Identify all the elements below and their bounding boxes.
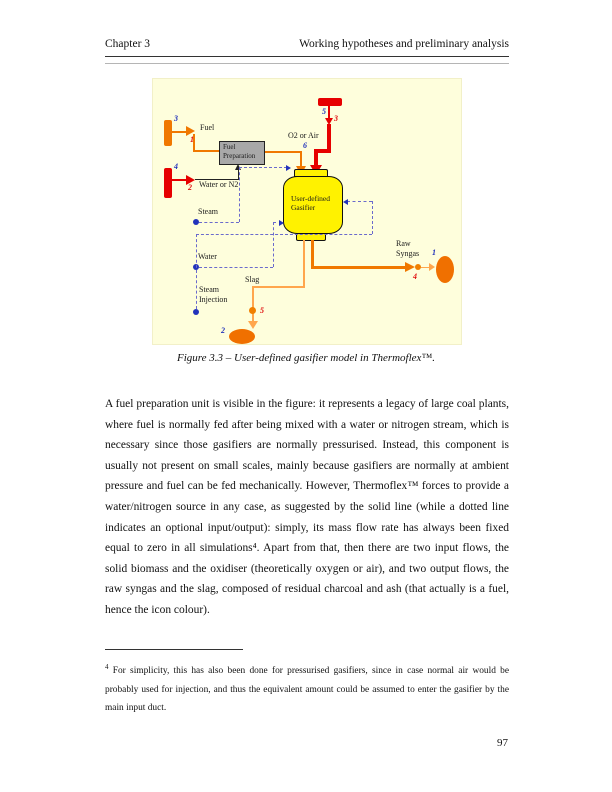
syngas-sink-icon xyxy=(436,256,454,283)
prep-out-line-down xyxy=(300,151,302,167)
steam-injection-label: Steam Injection xyxy=(199,285,228,304)
gasifier-vessel: User-defined Gasifier xyxy=(283,176,343,234)
oxidiser-source-port-number: 5 xyxy=(322,107,326,116)
water-side-arrow-icon xyxy=(279,219,284,226)
page-number: 97 xyxy=(497,737,508,749)
steam-injection-port-icon xyxy=(193,309,199,315)
oxidiser-line-left xyxy=(314,149,331,153)
water-arrow-icon xyxy=(186,175,195,185)
body-paragraph: A fuel preparation unit is visible in th… xyxy=(105,398,509,616)
fuel-label: Fuel xyxy=(200,123,215,132)
oxidiser-line-down2 xyxy=(327,124,331,151)
steam-label: Steam xyxy=(198,207,218,216)
syngas-sink-arrow-icon xyxy=(429,263,435,271)
slag-sink-number: 2 xyxy=(221,326,225,335)
syngas-stream-dot-icon xyxy=(415,264,421,270)
syngas-line-down xyxy=(311,240,314,269)
fuel-line-down xyxy=(193,134,195,152)
steam-dashed-line-top xyxy=(239,167,287,168)
water-label: Water xyxy=(198,252,217,261)
steam-injection-dashed-vert xyxy=(196,234,197,309)
water-source-icon xyxy=(164,168,172,198)
water-line xyxy=(172,179,186,181)
slag-stream-dot-icon xyxy=(249,307,256,314)
footnote-marker: 4 xyxy=(105,663,109,671)
figure-gasifier-diagram: 3 1 Fuel Fuel Preparation 4 2 Water or N… xyxy=(152,78,462,345)
slag-line-down2 xyxy=(252,286,254,321)
page-header: Chapter 3 Working hypotheses and prelimi… xyxy=(105,38,509,50)
header-rule xyxy=(105,56,509,57)
water-black-line-up xyxy=(238,170,239,180)
fuel-source-icon xyxy=(164,120,172,146)
oxidiser-line-down1 xyxy=(328,106,330,120)
slag-sink-icon xyxy=(229,329,255,344)
prep-out-line xyxy=(265,151,302,153)
footnote: 4 For simplicity, this has also been don… xyxy=(105,658,509,718)
water-dashed-line xyxy=(199,267,273,268)
steam-port-icon xyxy=(193,219,199,225)
fuel-arrow-icon xyxy=(186,126,195,136)
steam-injection-dashed-vert2 xyxy=(372,201,373,234)
water-stream-number: 2 xyxy=(188,183,192,192)
header-chapter-title: Working hypotheses and preliminary analy… xyxy=(299,38,509,50)
steam-injection-arrow-icon xyxy=(343,198,348,205)
gasifier-inlet-number: 6 xyxy=(303,141,307,150)
fuel-line-to-prep xyxy=(193,150,220,152)
header-rule-secondary xyxy=(105,63,509,64)
slag-label: Slag xyxy=(245,275,260,284)
oxidiser-line-down3 xyxy=(314,149,318,166)
o2-or-air-label: O2 or Air xyxy=(288,131,319,140)
slag-arrow-icon xyxy=(248,321,258,329)
syngas-thin-line xyxy=(421,266,430,268)
slag-stream-number: 5 xyxy=(260,306,264,315)
header-chapter: Chapter 3 xyxy=(105,38,151,50)
water-dashed-line-top xyxy=(273,222,282,223)
oxidiser-arrow-icon xyxy=(325,118,333,125)
steam-top-arrow-icon xyxy=(286,164,291,171)
fuel-line xyxy=(172,131,187,133)
syngas-line-right xyxy=(311,266,405,269)
prep-inlet-arrow-icon xyxy=(235,164,241,170)
steam-dashed-line-vert xyxy=(239,167,240,222)
syngas-stream-number: 4 xyxy=(413,272,417,281)
slag-line-down1 xyxy=(303,240,305,288)
water-n2-label: Water or N2 xyxy=(199,180,239,189)
syngas-sink-number: 1 xyxy=(432,248,436,257)
steam-dashed-line xyxy=(199,222,239,223)
steam-injection-dashed-top xyxy=(347,201,372,202)
water-dashed-line-vert xyxy=(273,222,274,267)
footnote-text: For simplicity, this has also been done … xyxy=(105,666,509,714)
syngas-arrow-icon xyxy=(405,262,415,272)
figure-caption: Figure 3.3 – User-defined gasifier model… xyxy=(177,352,435,364)
water-black-line xyxy=(195,179,239,180)
steam-injection-dashed-horiz xyxy=(196,234,372,235)
oxidiser-source-icon xyxy=(318,98,342,106)
fuel-source-port-number: 3 xyxy=(174,114,178,123)
fuel-preparation-unit: Fuel Preparation xyxy=(219,141,265,165)
oxidiser-stream-number: 3 xyxy=(334,114,338,123)
raw-syngas-label: Raw Syngas xyxy=(396,239,420,258)
slag-line-left xyxy=(252,286,305,288)
footnote-separator xyxy=(105,649,243,650)
fuel-stream-number: 1 xyxy=(190,135,194,144)
water-source-port-number: 4 xyxy=(174,162,178,171)
